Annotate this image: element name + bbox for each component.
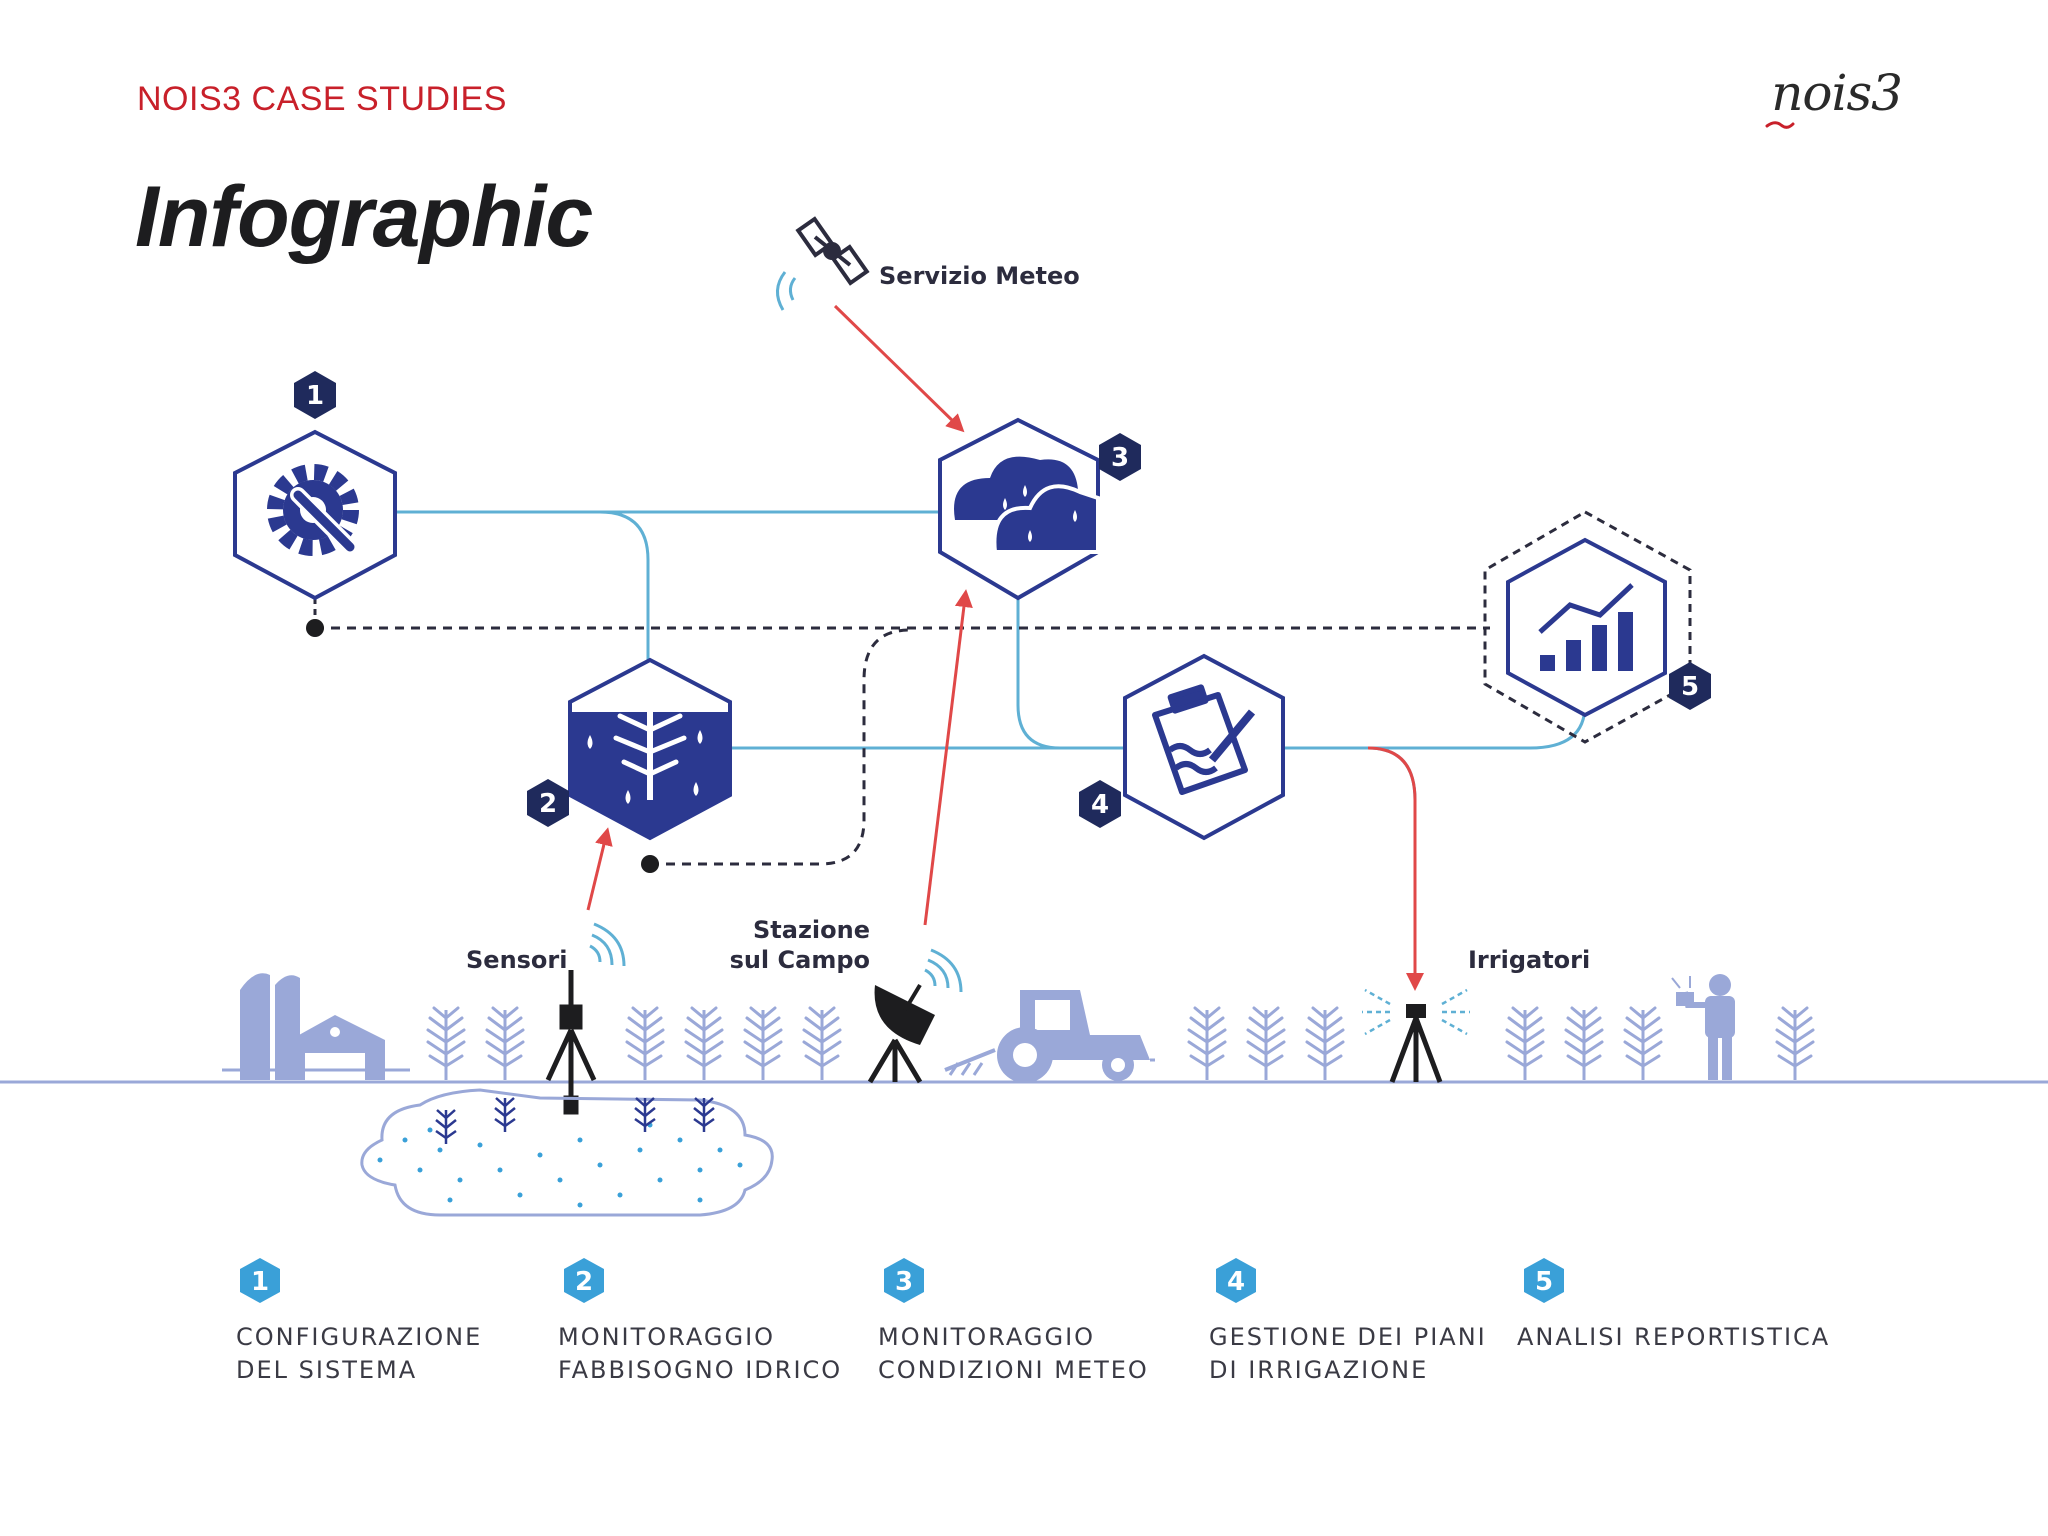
clipboard-plan-icon bbox=[1152, 684, 1256, 795]
irrigators-label: Irrigatori bbox=[1468, 946, 1590, 974]
legend-2-line1: MONITORAGGIO bbox=[558, 1323, 775, 1351]
legend-5-line1: ANALISI REPORTISTICA bbox=[1517, 1323, 1830, 1351]
legend-item-1: 1 CONFIGURAZIONE DEL SISTEMA bbox=[236, 1258, 482, 1384]
node-5-number: 5 bbox=[1681, 672, 1699, 702]
node2-dot bbox=[641, 855, 659, 873]
farm-buildings-icon bbox=[222, 973, 410, 1080]
node-2-number: 2 bbox=[539, 789, 557, 819]
node-2-water-need: 2 bbox=[527, 657, 732, 841]
legend: 1 CONFIGURAZIONE DEL SISTEMA 2 MONITORAG… bbox=[236, 1258, 1830, 1384]
node-1-configuration: 1 bbox=[233, 371, 397, 601]
soil-sensor-icon bbox=[545, 922, 626, 1115]
farmer-icon bbox=[1671, 974, 1735, 1080]
legend-1-line1: CONFIGURAZIONE bbox=[236, 1323, 482, 1351]
legend-3-number: 3 bbox=[895, 1267, 913, 1297]
legend-item-4: 4 GESTIONE DEI PIANI DI IRRIGAZIONE bbox=[1209, 1258, 1487, 1384]
gear-wrench-icon bbox=[267, 464, 359, 556]
node-3-number: 3 bbox=[1111, 443, 1129, 473]
bar-chart-icon bbox=[1538, 583, 1634, 671]
legend-item-3: 3 MONITORAGGIO CONDIZIONI METEO bbox=[878, 1258, 1149, 1384]
data-flow-arrows bbox=[586, 304, 1424, 991]
logo-text: nois3 bbox=[1771, 64, 1903, 122]
node-4-irrigation-plan: 4 bbox=[1079, 653, 1285, 841]
legend-3-line2: CONDIZIONI METEO bbox=[878, 1356, 1149, 1384]
groundwater-reservoir bbox=[360, 1088, 774, 1217]
node1-dot bbox=[306, 619, 324, 637]
nois3-logo: nois3 bbox=[1765, 64, 1903, 129]
rain-clouds-icon bbox=[954, 456, 1100, 554]
legend-5-number: 5 bbox=[1535, 1267, 1553, 1297]
field-station-icon bbox=[867, 948, 963, 1084]
satellite-icon bbox=[776, 216, 870, 311]
tractor-icon bbox=[944, 990, 1155, 1083]
dashed-lines bbox=[315, 626, 1490, 866]
legend-4-number: 4 bbox=[1227, 1267, 1245, 1297]
meteo-service-label: Servizio Meteo bbox=[879, 262, 1080, 290]
legend-item-5: 5 ANALISI REPORTISTICA bbox=[1517, 1258, 1830, 1351]
legend-2-line2: FABBISOGNO IDRICO bbox=[558, 1356, 842, 1384]
legend-4-line2: DI IRRIGAZIONE bbox=[1209, 1356, 1428, 1384]
legend-item-2: 2 MONITORAGGIO FABBISOGNO IDRICO bbox=[558, 1258, 842, 1384]
station-label-line2: sul Campo bbox=[730, 946, 870, 974]
node-3-weather: 3 bbox=[938, 417, 1141, 601]
legend-1-number: 1 bbox=[251, 1267, 269, 1297]
logo-swash-icon bbox=[1765, 121, 1795, 129]
page-title: Infographic bbox=[135, 169, 593, 265]
legend-1-line2: DEL SISTEMA bbox=[236, 1356, 417, 1384]
node-5-reporting: 5 bbox=[1483, 510, 1711, 744]
legend-3-line1: MONITORAGGIO bbox=[878, 1323, 1095, 1351]
station-label-line1: Stazione bbox=[753, 916, 870, 944]
node-1-number: 1 bbox=[306, 381, 324, 411]
node-4-number: 4 bbox=[1091, 790, 1109, 820]
sprinkler-icon bbox=[1362, 988, 1470, 1083]
soil-roots-icon bbox=[587, 668, 703, 804]
sensors-label: Sensori bbox=[466, 946, 567, 974]
legend-4-line1: GESTIONE DEI PIANI bbox=[1209, 1323, 1487, 1351]
case-studies-label: NOIS3 CASE STUDIES bbox=[137, 80, 507, 118]
legend-2-number: 2 bbox=[575, 1267, 593, 1297]
